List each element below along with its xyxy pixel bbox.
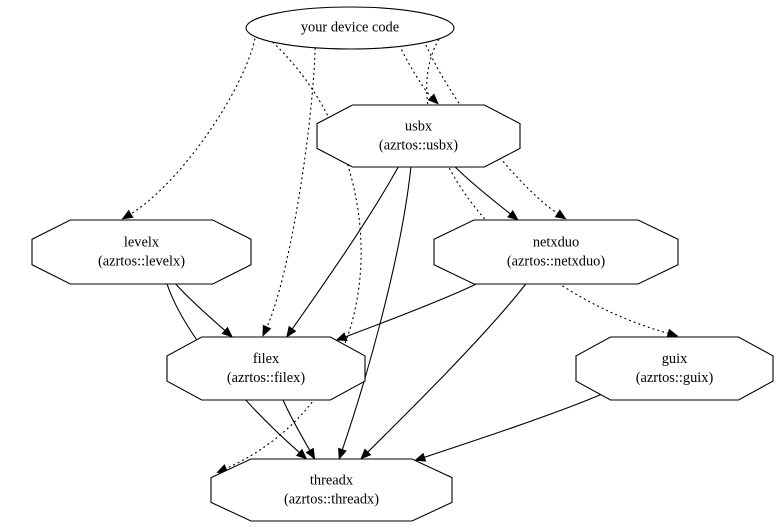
node-guix[interactable]: guix(azrtos::guix) [575, 336, 774, 401]
edge-device-to-netxduo [415, 11, 567, 220]
node-label-filex-primary: filex [253, 351, 280, 367]
node-shape-filex[interactable] [166, 336, 366, 401]
edge-levelx-to-filex [175, 283, 233, 338]
edge-path-usbx-threadx [341, 166, 412, 452]
edge-path-device-guix [426, 22, 671, 335]
arrowhead-icon [666, 328, 679, 338]
node-netxduo[interactable]: netxduo(azrtos::netxduo) [433, 219, 679, 285]
node-label-levelx-primary: levelx [124, 234, 160, 250]
node-label-usbx-primary: usbx [405, 118, 433, 134]
node-label-guix-primary: guix [662, 351, 688, 367]
edge-path-device-filex [265, 7, 317, 330]
edge-guix-to-threadx [414, 394, 601, 462]
edge-path-netxduo-filex [343, 283, 477, 338]
edge-usbx-to-threadx [338, 166, 412, 460]
arrowhead-icon [221, 326, 233, 338]
node-shape-threadx[interactable] [210, 458, 453, 522]
edge-path-usbx-netxduo [454, 166, 512, 216]
node-label-device-primary: your device code [301, 19, 399, 35]
node-label-usbx-secondary: (azrtos::usbx) [379, 137, 458, 153]
node-shape-usbx[interactable] [316, 104, 521, 168]
arrowhead-icon [360, 448, 372, 460]
node-threadx[interactable]: threadx(azrtos::threadx) [210, 458, 453, 522]
node-shape-levelx[interactable] [31, 219, 252, 285]
arrowhead-icon [335, 332, 348, 341]
edge-path-usbx-filex [290, 166, 399, 331]
node-label-filex-secondary: (azrtos::filex) [227, 370, 306, 386]
node-label-netxduo-primary: netxduo [533, 234, 579, 250]
node-usbx[interactable]: usbx(azrtos::usbx) [316, 104, 521, 168]
edge-device-to-levelx [121, 18, 258, 220]
arrowhead-icon [507, 209, 519, 221]
edges-layer [121, 7, 679, 473]
edge-path-device-usbx [384, 7, 433, 99]
node-shape-device[interactable] [245, 6, 455, 50]
edge-usbx-to-filex [286, 166, 399, 338]
arrowhead-icon [427, 93, 439, 105]
node-label-levelx-secondary: (azrtos::levelx) [98, 253, 185, 269]
edge-device-to-guix [426, 22, 679, 338]
node-shape-netxduo[interactable] [433, 219, 679, 285]
node-label-netxduo-secondary: (azrtos::netxduo) [507, 253, 606, 269]
edge-path-device-levelx [128, 18, 258, 216]
arrowhead-icon [338, 447, 347, 460]
edge-path-levelx-filex [175, 283, 227, 332]
edge-usbx-to-netxduo [454, 166, 519, 221]
arrowhead-icon [305, 447, 316, 460]
nodes-layer: your device codeusbx(azrtos::usbx)levelx… [31, 6, 774, 522]
edge-netxduo-to-filex [335, 283, 477, 341]
node-label-threadx-secondary: (azrtos::threadx) [284, 491, 379, 507]
edge-filex-to-threadx [282, 399, 316, 460]
edge-netxduo-to-threadx [360, 283, 527, 460]
node-shape-guix[interactable] [575, 336, 774, 401]
node-levelx[interactable]: levelx(azrtos::levelx) [31, 219, 252, 285]
node-device[interactable]: your device code [245, 6, 455, 50]
edge-device-to-usbx [384, 7, 439, 105]
node-label-threadx-primary: threadx [310, 472, 354, 488]
arrowhead-icon [554, 209, 567, 220]
edge-path-filex-threadx [282, 399, 312, 453]
edge-device-to-filex [262, 7, 317, 337]
edge-path-guix-threadx [422, 394, 601, 459]
arrowhead-icon [414, 452, 427, 462]
edge-path-netxduo-threadx [366, 283, 527, 454]
arrowhead-icon [295, 448, 308, 460]
node-filex[interactable]: filex(azrtos::filex) [166, 336, 366, 401]
arrowhead-icon [121, 209, 134, 220]
node-label-guix-secondary: (azrtos::guix) [636, 370, 714, 386]
arrowhead-icon [286, 325, 297, 338]
arrowhead-icon [262, 324, 272, 337]
